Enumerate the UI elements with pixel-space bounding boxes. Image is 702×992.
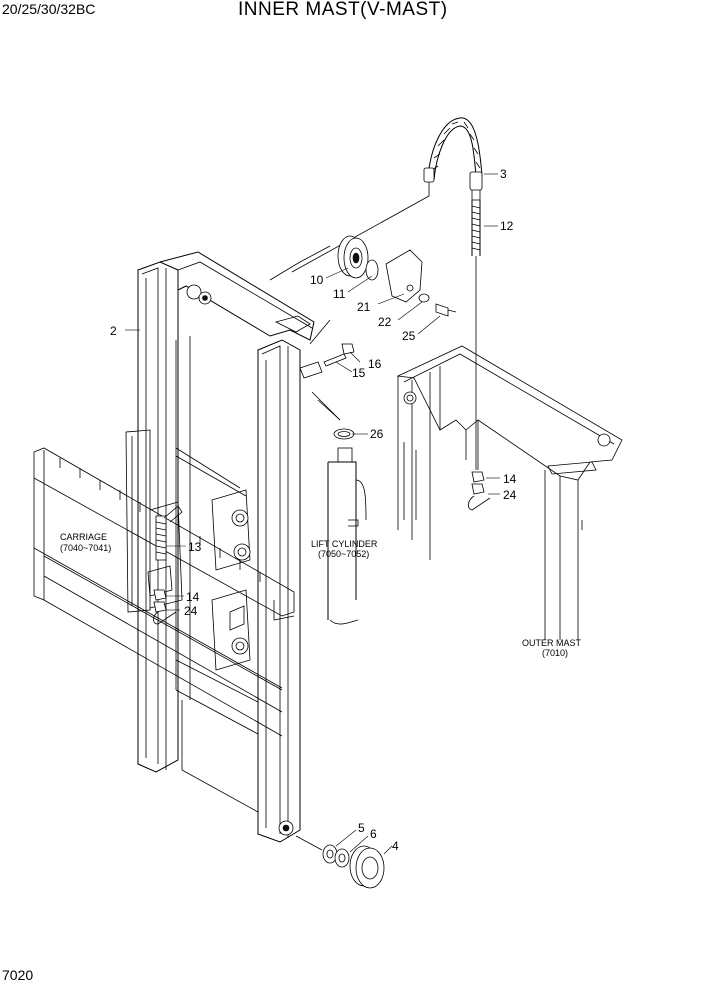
callout-24-left: 24 (184, 604, 198, 618)
lift-cylinder-label: LIFT CYLINDER (311, 539, 378, 549)
callout-25: 25 (402, 329, 416, 343)
carriage-label: CARRIAGE (60, 532, 107, 542)
page-number: 7020 (2, 967, 34, 983)
lift-cylinder-range: (7050~7052) (318, 549, 369, 559)
leader-lines (125, 173, 500, 855)
callout-numbers: 2 3 12 10 11 21 22 25 16 15 26 14 24 13 … (110, 167, 517, 853)
callout-22: 22 (378, 315, 392, 329)
callout-2: 2 (110, 324, 117, 338)
carriage-drawing (33, 429, 295, 737)
page-title: INNER MAST(V-MAST) (238, 0, 448, 20)
inner-mast-drawing (137, 251, 341, 843)
callout-14-right: 14 (503, 472, 517, 486)
callout-24-right: 24 (503, 488, 517, 502)
outer-mast-drawing (396, 345, 623, 640)
callout-14-left: 14 (186, 590, 200, 604)
callout-21: 21 (357, 300, 371, 314)
callout-12: 12 (500, 219, 514, 233)
carriage-range: (7040~7041) (60, 543, 111, 553)
chain-sheave-drawing (269, 235, 457, 345)
callout-16: 16 (368, 357, 382, 371)
model-number: 20/25/30/32BC (2, 1, 96, 17)
outer-mast-label: OUTER MAST (522, 638, 582, 648)
callout-26: 26 (370, 427, 384, 441)
callout-3: 3 (500, 167, 507, 181)
lift-chain-drawing (291, 117, 483, 470)
callout-6: 6 (370, 827, 377, 841)
reference-labels: CARRIAGE (7040~7041) LIFT CYLINDER (7050… (60, 532, 582, 658)
outer-mast-range: (7010) (542, 648, 568, 658)
pin-and-nut-drawing (323, 343, 355, 367)
bottom-bearing-drawing (295, 835, 385, 889)
callout-4: 4 (392, 839, 399, 853)
lift-cylinder-drawing (317, 399, 367, 625)
callout-11: 11 (333, 287, 346, 301)
anchor-hardware-drawing (153, 471, 491, 625)
callout-13: 13 (188, 540, 202, 554)
callout-10: 10 (310, 273, 324, 287)
callout-15: 15 (352, 366, 366, 380)
callout-5: 5 (358, 821, 365, 835)
